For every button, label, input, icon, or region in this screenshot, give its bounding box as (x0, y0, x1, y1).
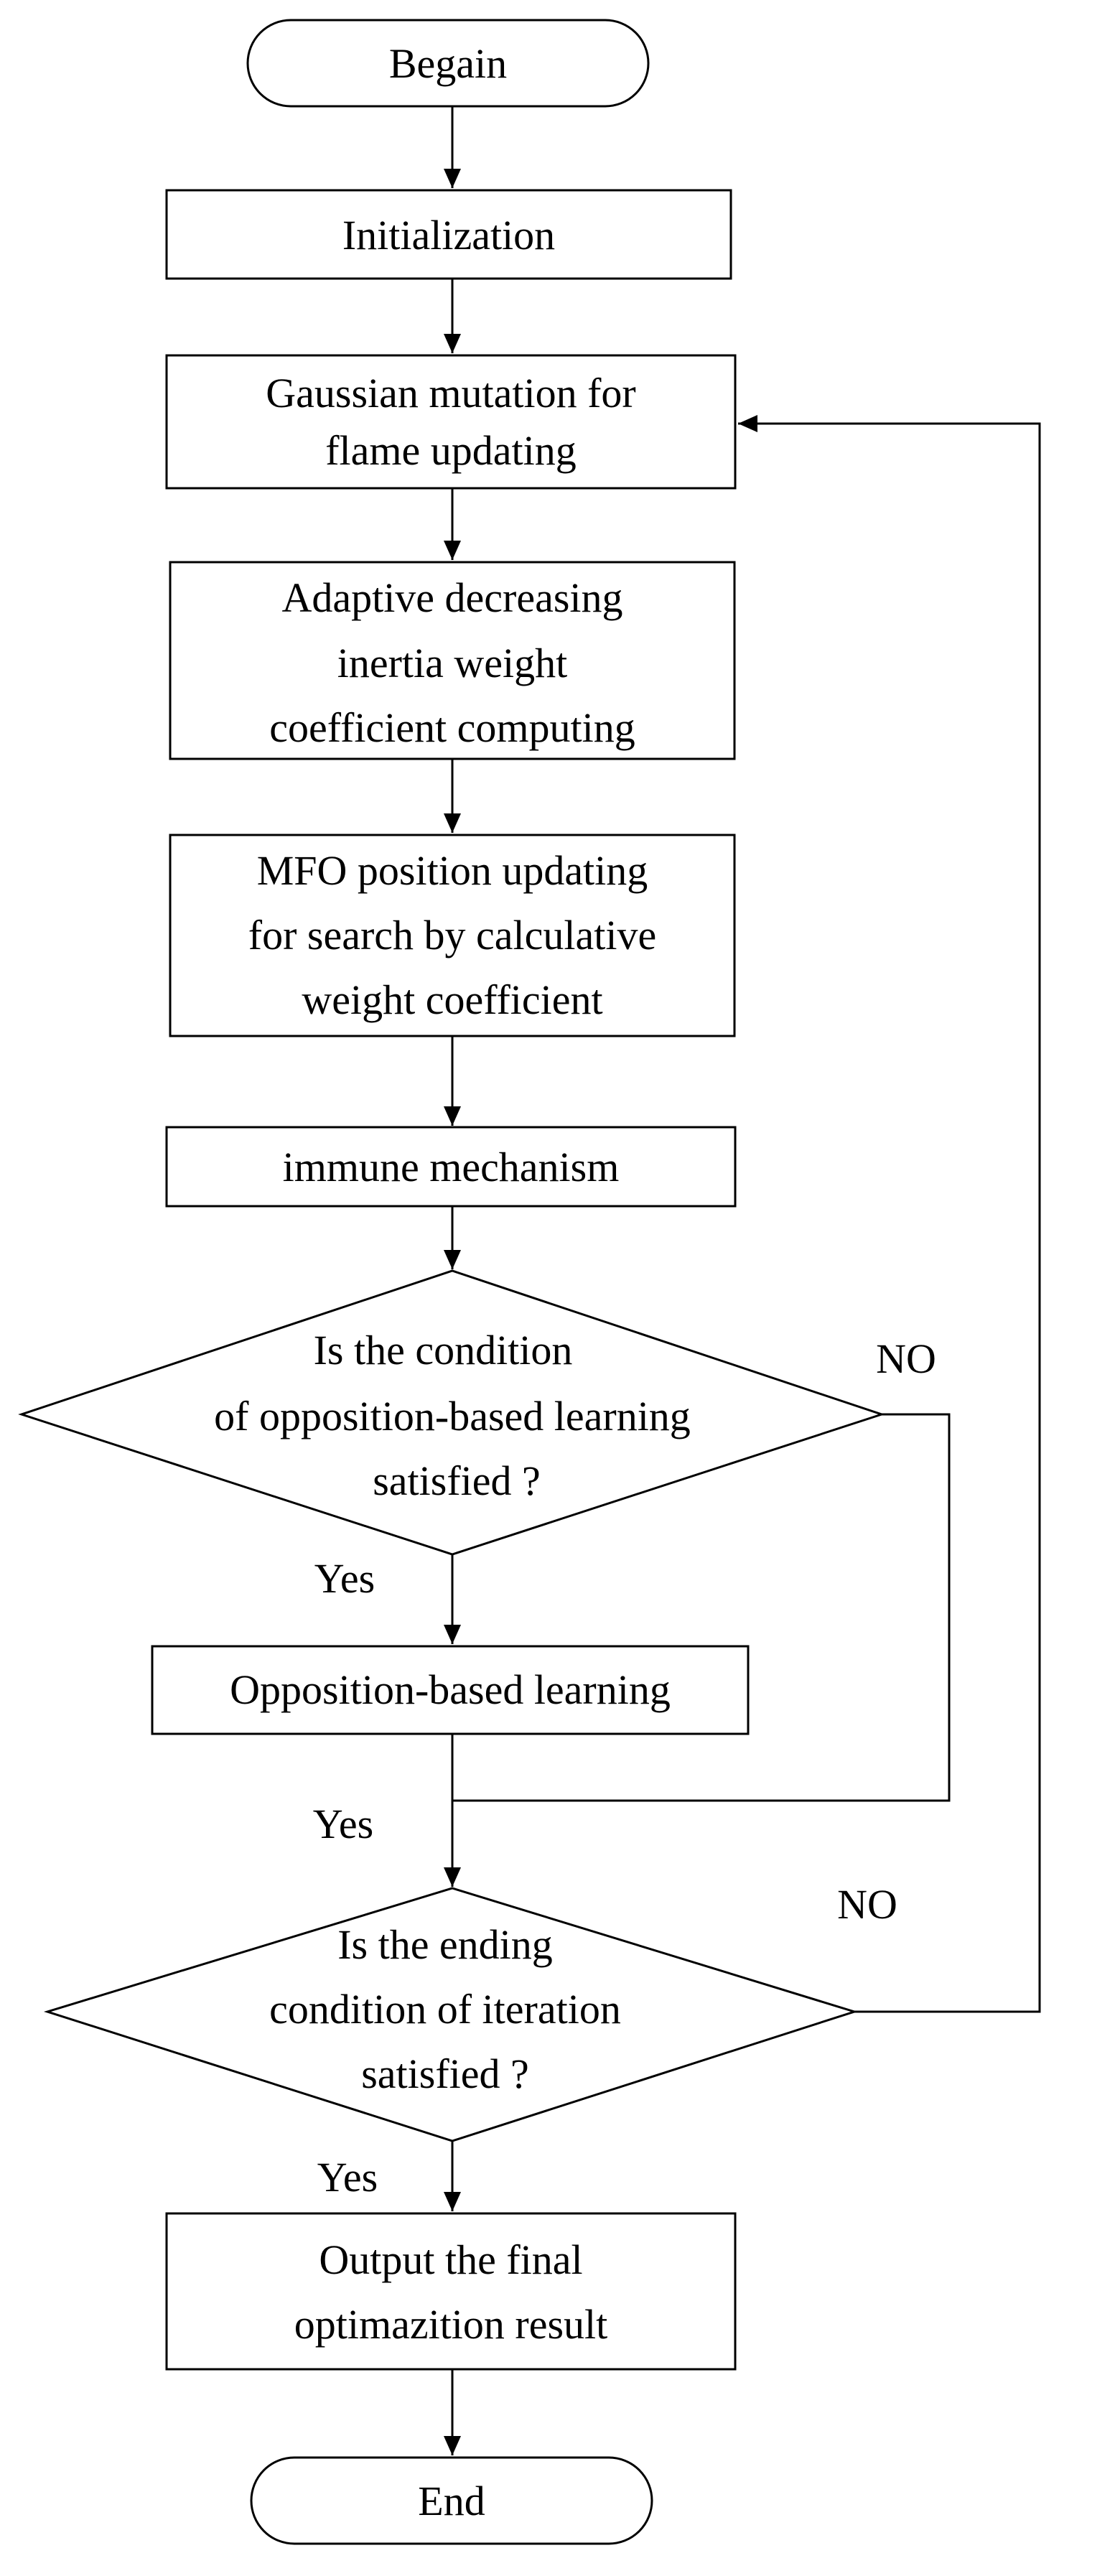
adaptive-weight-box: Adaptive decreasing inertia weight coeff… (169, 561, 736, 760)
edge-label-yes-obl: Yes (314, 1555, 375, 1602)
output-result-box: Output the final optimazition result (165, 2212, 737, 2371)
mfo-label-line-3: weight coefficient (302, 976, 602, 1023)
mfo-label-line-2: for search by calculative (248, 912, 656, 958)
arrow-ending-no-loop (738, 415, 1041, 2013)
edge-label-no-end: NO (837, 1881, 897, 1928)
edge-label-yes-merge: Yes (313, 1801, 373, 1847)
gaussian-label-line-1: Gaussian mutation for (266, 370, 635, 416)
decision-obl-line-3: satisfied ? (373, 1457, 541, 1504)
adaptive-label-line-2: inertia weight (337, 640, 568, 686)
mfo-position-box: MFO position updating for search by calc… (169, 834, 736, 1037)
decision-end-line-2: condition of iteration (269, 1986, 621, 2033)
decision-end-line-3: satisfied ? (361, 2050, 529, 2097)
initialization-box: Initialization (165, 189, 732, 280)
edge-label-no-obl: NO (876, 1335, 936, 1382)
adaptive-label-line-1: Adaptive decreasing (281, 574, 622, 621)
gaussian-label-line-2: flame updating (325, 427, 577, 474)
output-label-line-2: optimazition result (294, 2301, 608, 2348)
decision-opposition-learning: Is the condition of opposition-based lea… (18, 1269, 885, 1556)
begin-terminator: Begain (246, 19, 650, 108)
decision-obl-line-2: of opposition-based learning (214, 1393, 691, 1439)
begin-label: Begain (389, 40, 507, 87)
immune-label: immune mechanism (283, 1144, 620, 1190)
mfo-label-line-1: MFO position updating (257, 847, 648, 894)
immune-mechanism-box: immune mechanism (165, 1126, 737, 1208)
decision-obl-line-1: Is the condition (314, 1327, 573, 1373)
connectors (444, 106, 1041, 2455)
gaussian-mutation-box: Gaussian mutation for flame updating (165, 354, 737, 490)
decision-ending-condition: Is the ending condition of iteration sat… (43, 1887, 859, 2142)
edge-label-yes-end: Yes (317, 2154, 378, 2201)
decision-end-line-1: Is the ending (337, 1921, 553, 1968)
opposition-learning-box: Opposition-based learning (151, 1645, 750, 1735)
end-label: End (418, 2478, 485, 2524)
arrow-decision-no-bypass (452, 1413, 951, 1802)
adaptive-label-line-3: coefficient computing (269, 704, 635, 751)
initialization-label: Initialization (342, 212, 555, 258)
opposition-learning-label: Opposition-based learning (230, 1666, 671, 1713)
output-label-line-1: Output the final (319, 2236, 582, 2283)
end-terminator: End (250, 2456, 653, 2545)
